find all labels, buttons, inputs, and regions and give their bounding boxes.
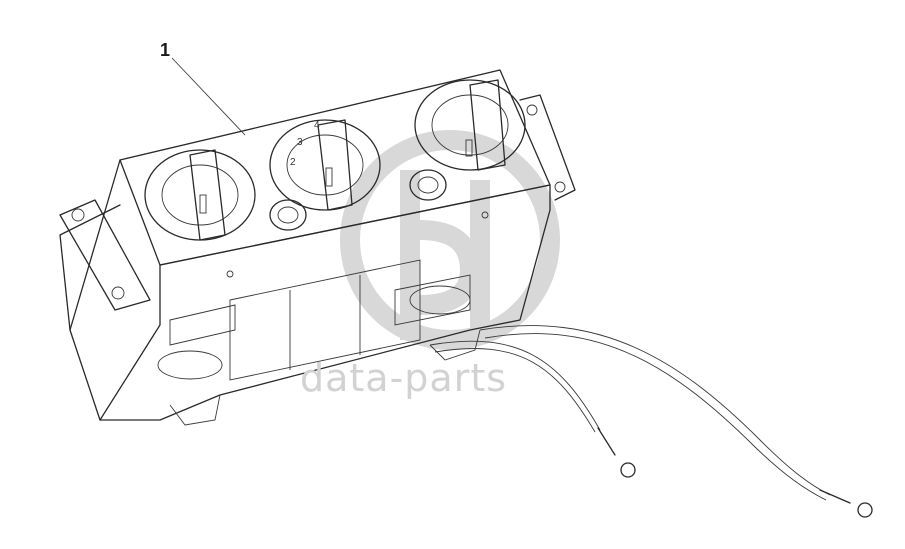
watermark-text: data-parts <box>300 356 508 400</box>
callout-leader <box>171 57 246 136</box>
recirculation-button-left <box>269 199 307 231</box>
callout-label-1: 1 <box>160 40 171 60</box>
svg-text:2: 2 <box>290 157 296 168</box>
svg-text:3: 3 <box>297 137 303 148</box>
fan-speed-knob: 2 3 4 <box>269 119 381 211</box>
control-cables <box>429 325 873 518</box>
svg-text:4: 4 <box>314 120 320 131</box>
air-distribution-knob <box>414 79 526 171</box>
heater-control-unit <box>59 69 576 426</box>
temperature-knob <box>144 149 256 241</box>
recirculation-button-right <box>409 169 447 201</box>
